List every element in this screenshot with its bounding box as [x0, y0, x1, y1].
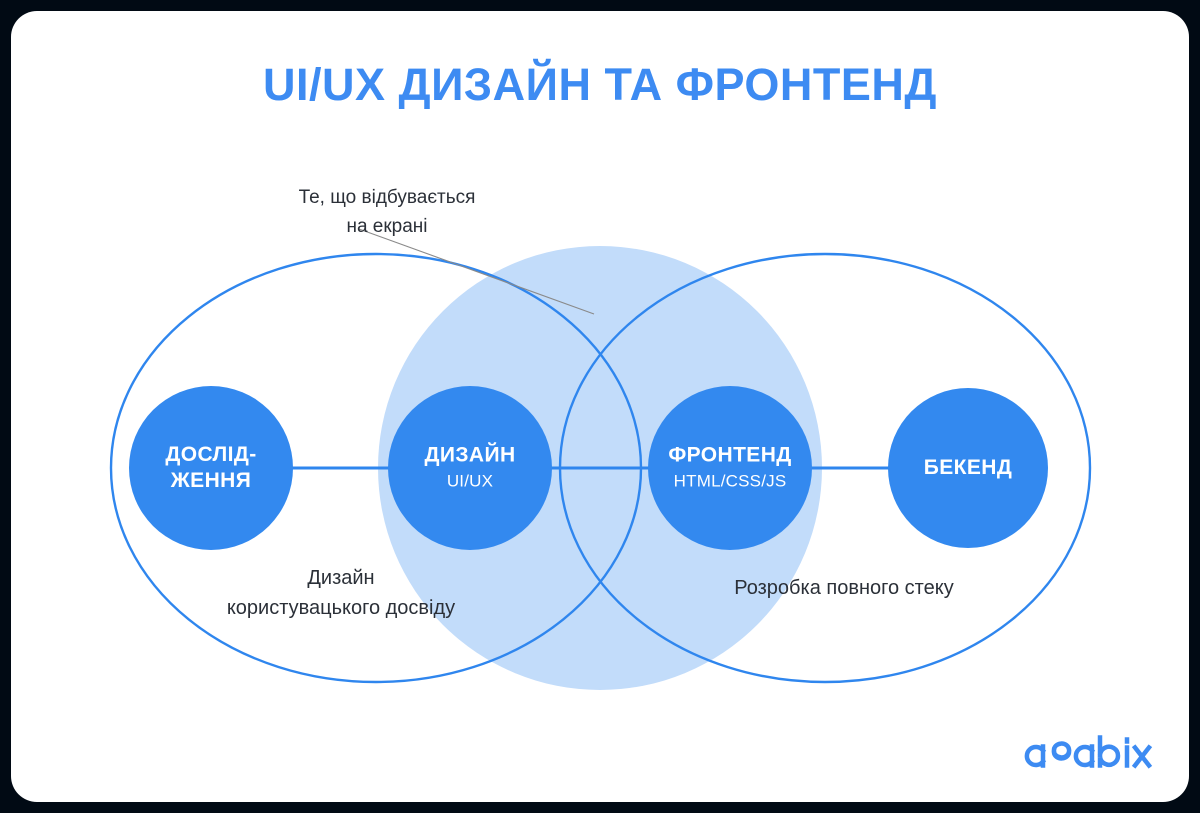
venn-diagram — [109, 228, 1092, 690]
node-circle-frontend[interactable] — [648, 386, 812, 550]
caption-fullstack: Розробка повного стеку — [634, 573, 1054, 603]
page-title: UI/UX ДИЗАЙН ТА ФРОНТЕНД — [263, 59, 937, 110]
annotation-leader-line — [358, 228, 595, 315]
caption-ux-design-line1: Дизайн — [307, 567, 375, 589]
caption-ux-design: Дизайн користувацького досвіду — [141, 563, 541, 623]
annotation-line-2: на екрані — [346, 216, 428, 237]
node-circle-backend[interactable] — [888, 388, 1048, 548]
annotation-callout: Те, що відбувається на екрані — [262, 183, 512, 241]
infographic-canvas: UI/UX ДИЗАЙН ТА ФРОНТЕНД Те, що відбуває… — [11, 11, 1189, 802]
caption-ux-design-line2: користувацького досвіду — [226, 597, 456, 619]
node-circle-design[interactable] — [388, 386, 552, 550]
annotation-line-1: Те, що відбувається — [298, 187, 476, 208]
caption-fullstack-line1: Розробка повного стеку — [734, 577, 954, 599]
node-circle-research[interactable] — [129, 386, 293, 550]
asabix-logo — [1024, 735, 1153, 769]
